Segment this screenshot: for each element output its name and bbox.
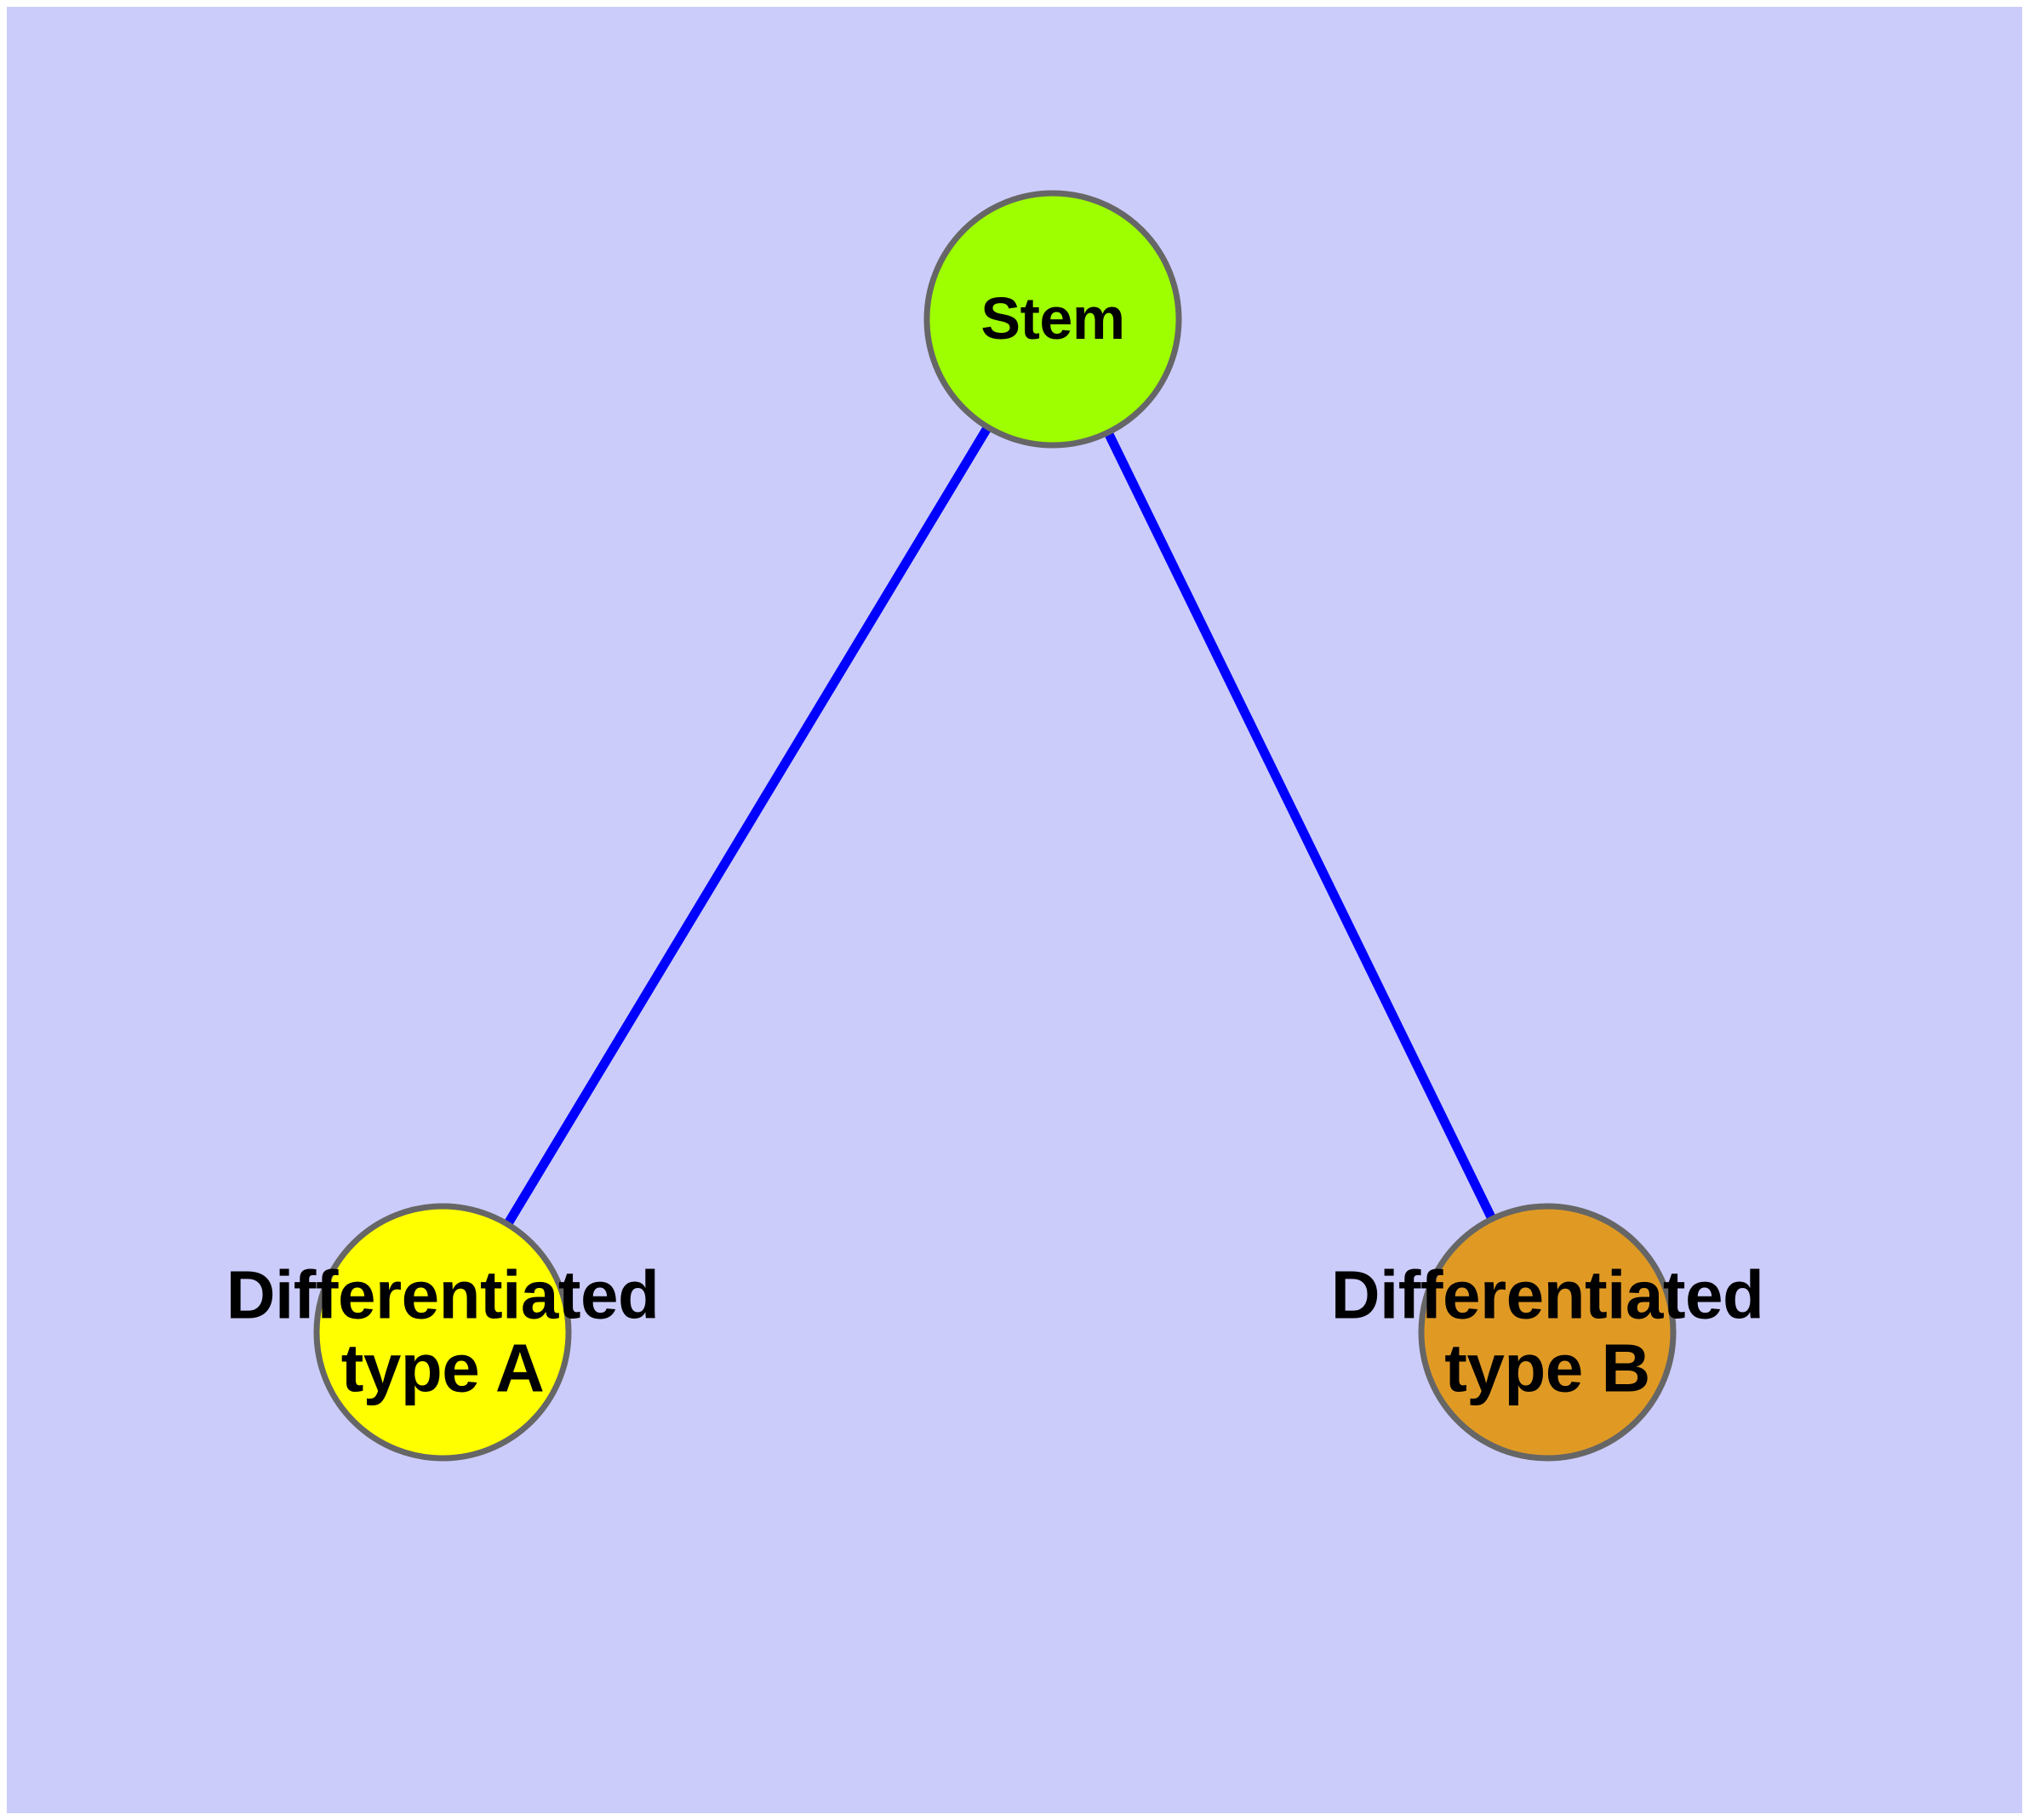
graph-plot-area: Stem Differentiated type A Differentiate… bbox=[7, 7, 2022, 1813]
node-differentiated-type-a[interactable] bbox=[313, 1203, 572, 1462]
edge-layer bbox=[438, 317, 1552, 1335]
node-stem[interactable] bbox=[923, 190, 1182, 449]
node-differentiated-type-b[interactable] bbox=[1418, 1203, 1677, 1462]
node-layer bbox=[313, 190, 1677, 1462]
graph-svg bbox=[313, 190, 1677, 1462]
edge-stem-diff-a bbox=[438, 317, 1057, 1335]
edge-stem-diff-b bbox=[1049, 317, 1552, 1335]
